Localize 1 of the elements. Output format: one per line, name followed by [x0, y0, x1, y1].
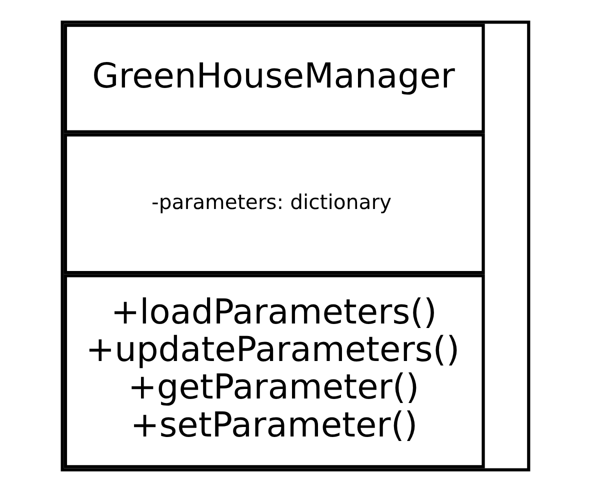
node-box: GreenHouseManager -parameters: dictionary +loadParameters() +updateParameters() +getParameter() +setParameter(): [60, 20, 530, 472]
